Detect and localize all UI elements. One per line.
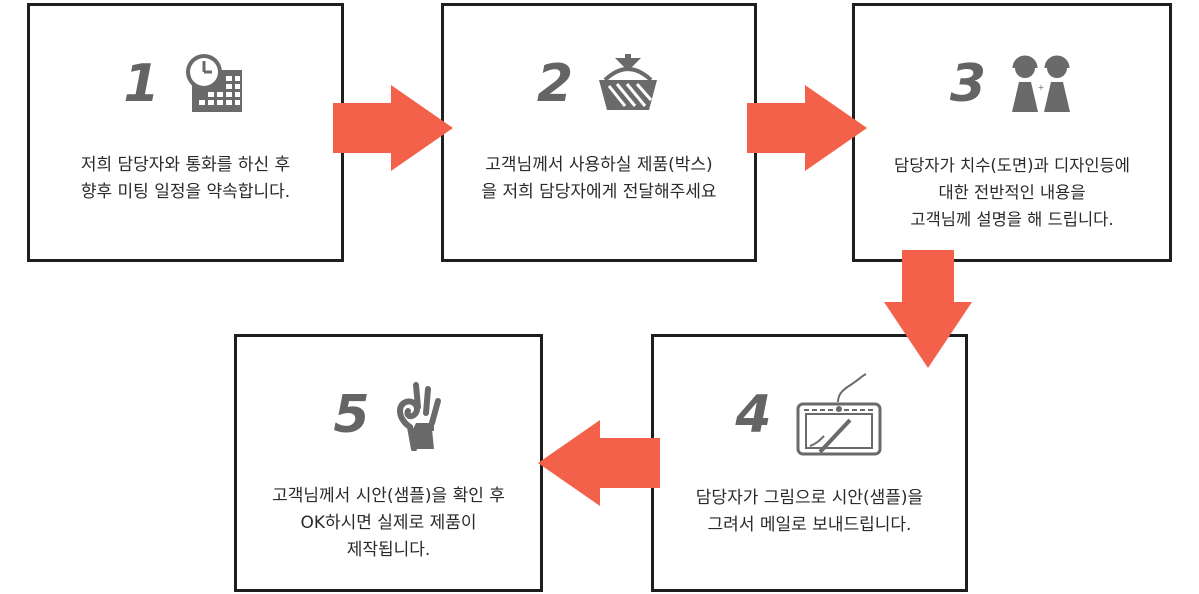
step-2-number: 2 [536, 54, 574, 114]
step-3-line: 담당자가 치수(도면)과 디자인등에 [894, 156, 1130, 175]
step-2-box: 2 고객님께서 사용하실 제품(박스) 을 저희 담당자에게 전달해주세요 [441, 3, 757, 262]
step-4-line: 담당자가 그림으로 시안(샘플)을 [695, 488, 924, 508]
step-2-header: 2 [444, 48, 754, 120]
arrow-right-2-to-3 [747, 85, 867, 171]
ok-hand-icon [396, 382, 441, 451]
step-2-line: 을 저희 담당자에게 전달해주세요 [481, 182, 717, 202]
step-3-line: 고객님께 설명을 해 드립니다. [910, 210, 1114, 229]
step-1-box: 1 저희 담당자와 통화를 하신 후 향후 미팅 일정을 약속합니다. [27, 3, 344, 262]
step-5-header: 5 [237, 379, 540, 451]
product-basket-icon [599, 54, 658, 110]
step-1-line: 저희 담당자와 통화를 하신 후 [80, 155, 291, 175]
step-5-description: 고객님께서 시안(샘플)을 확인 후 OK하시면 실제로 제품이 제작됩니다. [243, 483, 534, 564]
step-3-line: 대한 전반적인 내용을 [938, 183, 1086, 202]
step-2-line: 고객님께서 사용하실 제품(박스) [485, 155, 713, 175]
step-3-box: 3 + 담당자가 치수(도면)과 디자인등에 대한 전반적인 내용을 고객님께 … [852, 3, 1172, 262]
step-3-header: 3 + [855, 48, 1169, 120]
drawing-tablet-icon [796, 373, 882, 456]
step-4-line: 그려서 메일로 보내드립니다. [707, 515, 912, 535]
step-5-line: OK하시면 실제로 제품이 [300, 513, 477, 533]
arrow-right-1-to-2 [333, 85, 453, 171]
consultants-headset-icon: + [1012, 55, 1071, 112]
arrow-down-3-to-4 [884, 250, 972, 368]
step-5-line: 제작됩니다. [346, 540, 431, 560]
step-1-line: 향후 미팅 일정을 약속합니다. [80, 182, 291, 202]
step-1-header: 1 [30, 48, 341, 120]
step-2-description: 고객님께서 사용하실 제품(박스) 을 저희 담당자에게 전달해주세요 [450, 152, 748, 206]
clock-calendar-icon [185, 54, 242, 112]
step-5-line: 고객님께서 시안(샘플)을 확인 후 [272, 486, 505, 506]
step-5-number: 5 [333, 385, 370, 445]
step-3-number: 3 [949, 54, 987, 114]
step-1-number: 1 [123, 54, 160, 114]
step-5-box: 5 고객님께서 시안(샘플)을 확인 후 OK하시면 실제로 제품이 제작됩니다… [234, 334, 543, 592]
step-4-box: 4 담당자가 그림으로 시안(샘플)을 그려서 메일로 보내드립니다. [651, 334, 968, 592]
arrow-left-4-to-5 [538, 420, 660, 506]
step-4-header: 4 [654, 373, 965, 456]
step-1-description: 저희 담당자와 통화를 하신 후 향후 미팅 일정을 약속합니다. [36, 152, 335, 206]
step-3-description: 담당자가 치수(도면)과 디자인등에 대한 전반적인 내용을 고객님께 설명을 … [861, 152, 1163, 233]
svg-text:+: + [1038, 83, 1045, 92]
step-4-number: 4 [735, 385, 772, 445]
step-4-description: 담당자가 그림으로 시안(샘플)을 그려서 메일로 보내드립니다. [660, 485, 959, 539]
